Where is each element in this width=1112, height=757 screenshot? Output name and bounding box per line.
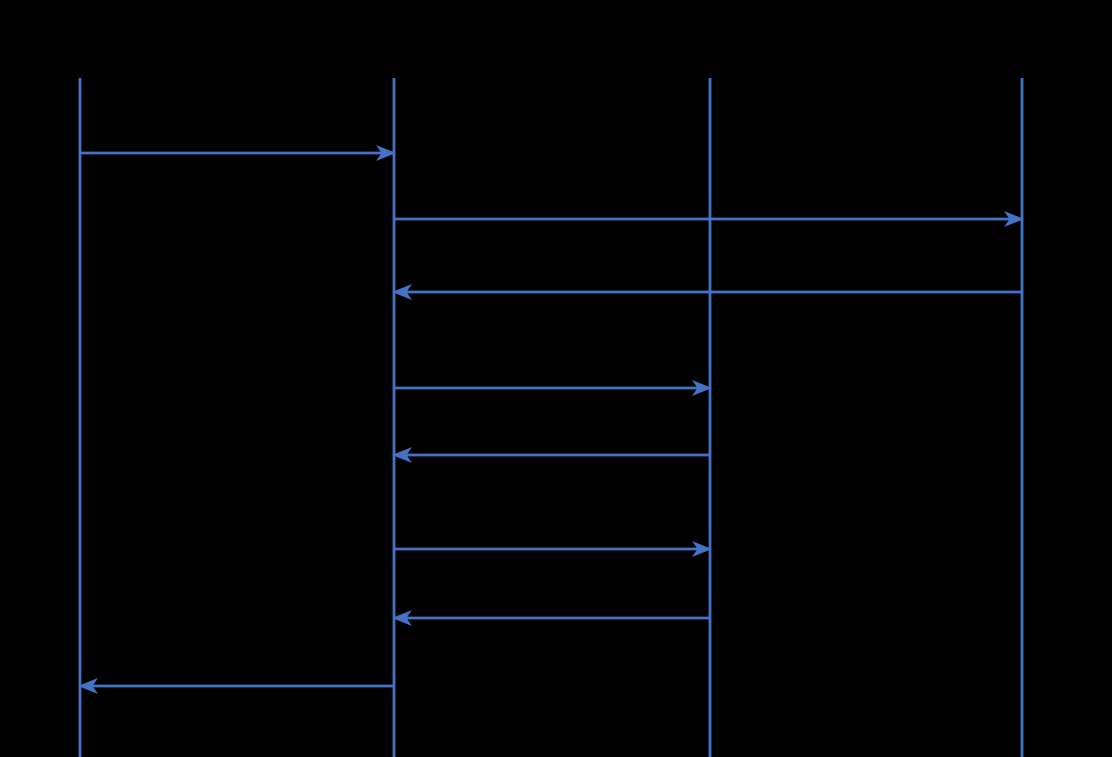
sequence-diagram bbox=[78, 78, 1024, 757]
